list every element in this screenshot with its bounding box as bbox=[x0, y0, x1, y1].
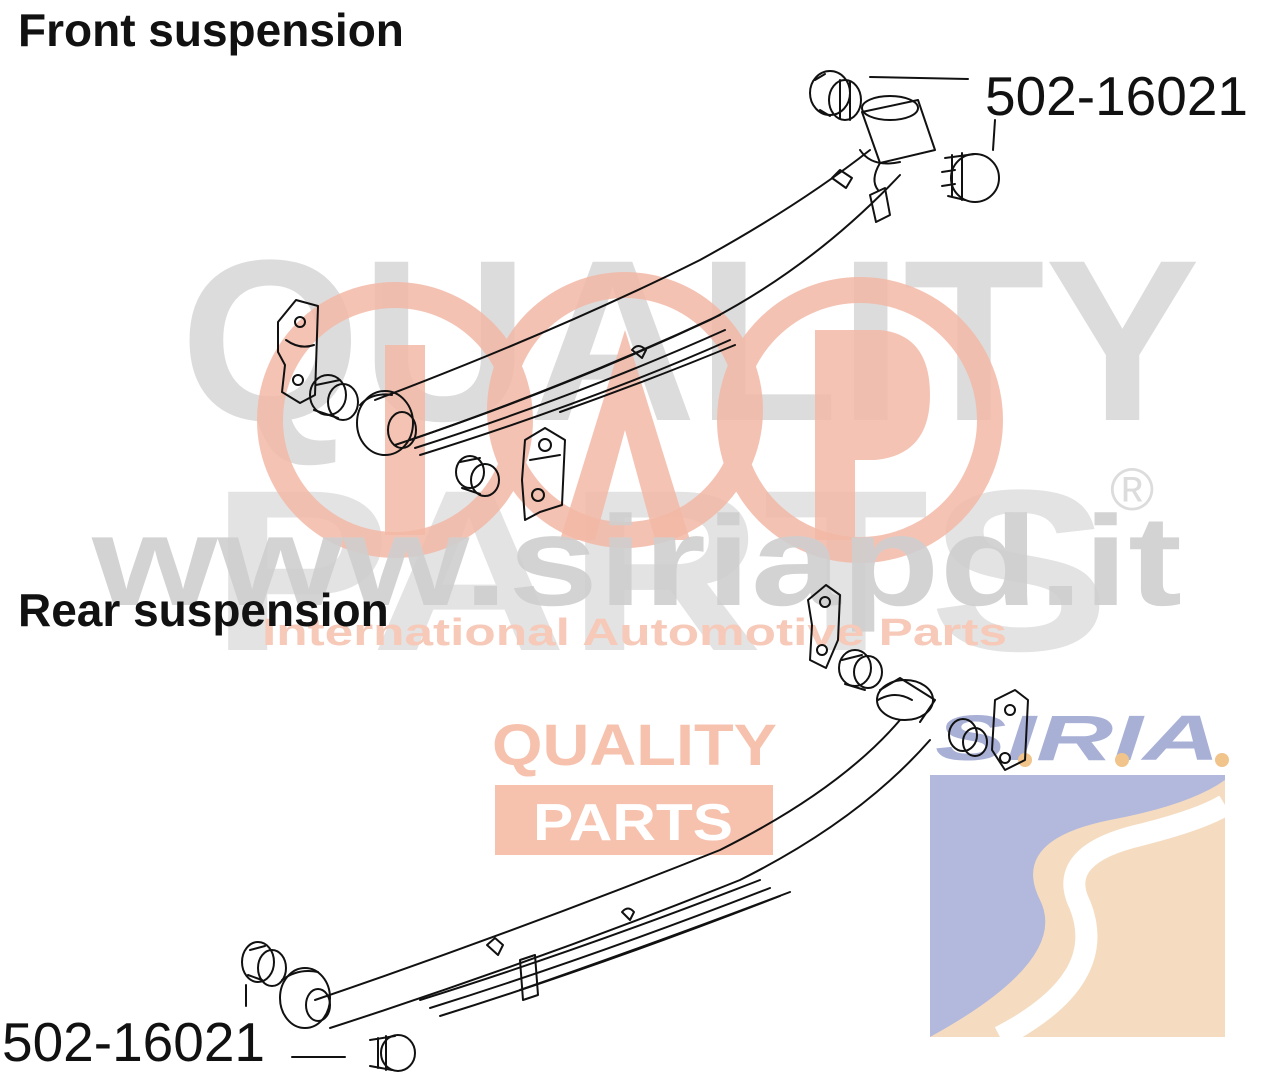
badge-parts-text: PARTS bbox=[533, 794, 733, 852]
iap-ring-middle bbox=[487, 272, 763, 548]
front-bushing-right-icon bbox=[941, 152, 1000, 203]
watermark-quality-text: QUALITY bbox=[180, 212, 1200, 469]
rear-bushing-left-icon bbox=[241, 941, 287, 987]
badge-parts-box bbox=[495, 785, 773, 855]
watermark-tagline-text: International Automotive Parts bbox=[262, 612, 1007, 654]
front-rear-bushing-icon bbox=[309, 374, 359, 421]
rear-front-eye-sleeve bbox=[876, 677, 936, 723]
badge-quality-text: QUALITY bbox=[492, 713, 777, 778]
rear-leaf-spring bbox=[279, 694, 931, 1029]
rear-spring-hanger bbox=[991, 689, 1029, 771]
iap-logo bbox=[257, 272, 1003, 563]
iap-letters bbox=[385, 330, 930, 540]
iap-ring-left bbox=[257, 282, 533, 558]
rear-suspension-heading: Rear suspension bbox=[18, 584, 389, 636]
front-bushing-top-icon bbox=[809, 70, 862, 121]
rear-bushing-bottom-icon bbox=[369, 1034, 416, 1072]
siria-brand-text: SIRIA bbox=[935, 702, 1220, 774]
front-shackle-plate bbox=[277, 299, 319, 404]
watermark-registered-mark: ® bbox=[1110, 456, 1154, 523]
front-eye-sleeve bbox=[859, 95, 936, 191]
front-suspension-heading: Front suspension bbox=[18, 4, 404, 56]
front-hanger-bushing-icon bbox=[455, 455, 500, 497]
siria-logo: SIRIA bbox=[930, 702, 1231, 1047]
rear-callout-leaders bbox=[245, 984, 346, 1058]
rear-part-number-callout[interactable]: 502-16021 bbox=[2, 1011, 266, 1073]
watermark-url-text: www.siriapd.it bbox=[91, 490, 1182, 633]
rear-shackle-bushing-icon bbox=[838, 649, 883, 691]
front-leaf-spring bbox=[356, 149, 901, 456]
rear-hanger-bushing-icon bbox=[948, 718, 988, 757]
iap-ring-right bbox=[717, 277, 1003, 563]
rear-shackle-plate bbox=[807, 584, 841, 669]
front-part-number-callout[interactable]: 502-16021 bbox=[985, 65, 1249, 127]
front-callout-leaders bbox=[869, 76, 996, 151]
front-spring-hanger bbox=[521, 427, 566, 521]
